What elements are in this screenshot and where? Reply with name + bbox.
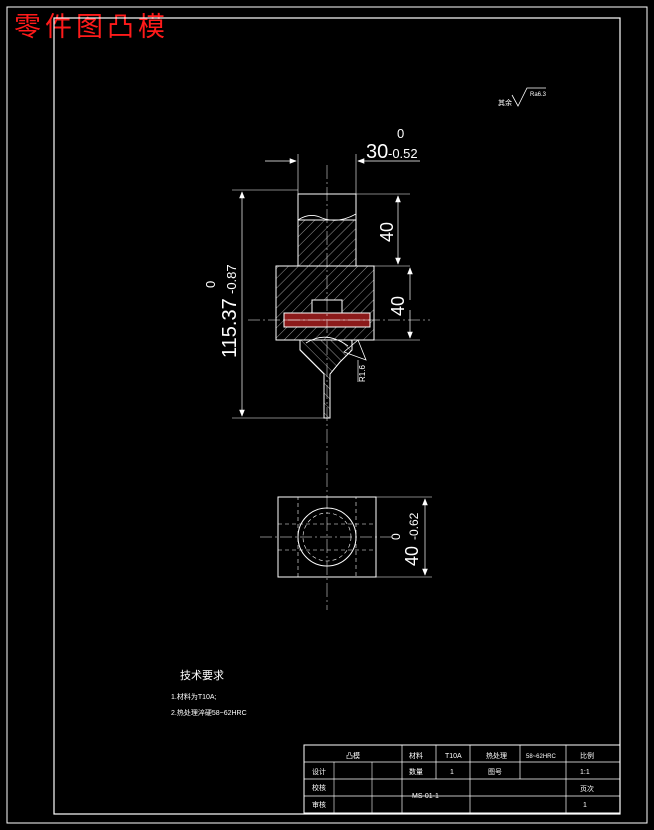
tip-roughness-label: R1.6	[358, 365, 367, 382]
tb-scale-label: 比例	[580, 751, 594, 760]
tb-treatment-value: 58~62HRC	[526, 754, 557, 760]
tb-review-label: 审核	[312, 800, 326, 809]
dim-upper-height: 40	[356, 193, 410, 267]
punch-plan-view	[260, 496, 392, 578]
tb-material-label: 材料	[409, 751, 423, 760]
tb-treatment-label: 热处理	[486, 751, 507, 760]
tech-requirements: 技术要求 1.材料为T10A; 2.热处理淬硬58~62HRC	[171, 669, 247, 717]
roughness-value: Ra6.3	[530, 92, 547, 98]
tb-material-value: T10A	[445, 753, 462, 760]
tb-check-label: 校核	[312, 783, 326, 792]
dim-top-width-upper: 0	[397, 126, 404, 141]
tech-title: 技术要求	[180, 669, 224, 682]
dim-lower-height-label: 40	[388, 296, 408, 316]
dim-lower-height: 40	[374, 267, 420, 341]
punch-front-view	[248, 165, 430, 610]
tech-item-2: 2.热处理淬硬58~62HRC	[171, 708, 247, 717]
tb-page-value: 1	[583, 802, 587, 809]
dim-plan-width-upper: 0	[389, 533, 403, 540]
dim-top-width-lower: -0.52	[388, 146, 418, 161]
dim-total-height-lower: -0.87	[224, 264, 239, 294]
tb-design-label: 设计	[312, 767, 326, 776]
tb-quantity-label: 数量	[409, 767, 423, 776]
dim-top-width-base: 30	[366, 141, 388, 163]
tb-drawing-label: 图号	[488, 768, 502, 776]
tb-scale-value: 1:1	[580, 769, 590, 776]
tech-item-1: 1.材料为T10A;	[171, 692, 217, 701]
dim-plan-width-base: 40	[402, 546, 422, 566]
outer-border	[6, 6, 648, 824]
tip-roughness: R1.6	[343, 339, 367, 382]
tb-page-label: 页次	[580, 784, 594, 793]
inner-border	[53, 17, 621, 815]
dim-total-height-base: 115.37	[219, 298, 241, 358]
roughness-symbol: 其余 Ra6.3	[498, 87, 547, 107]
tb-part-name: 凸模	[346, 751, 360, 760]
dim-top-width: 30 0 -0.52	[265, 126, 420, 194]
dim-total-height: 115.37 0 -0.87	[203, 189, 324, 419]
tb-quantity-value: 1	[450, 769, 454, 776]
roughness-label: 其余	[498, 98, 512, 107]
tb-drawing-no: MS-01-1	[412, 793, 439, 800]
dim-total-height-upper: 0	[203, 281, 218, 288]
dim-upper-height-label: 40	[377, 222, 397, 242]
dim-plan-width: 40 0 -0.62	[376, 496, 432, 578]
title-block	[303, 744, 621, 814]
dim-plan-width-lower: -0.62	[407, 512, 421, 540]
